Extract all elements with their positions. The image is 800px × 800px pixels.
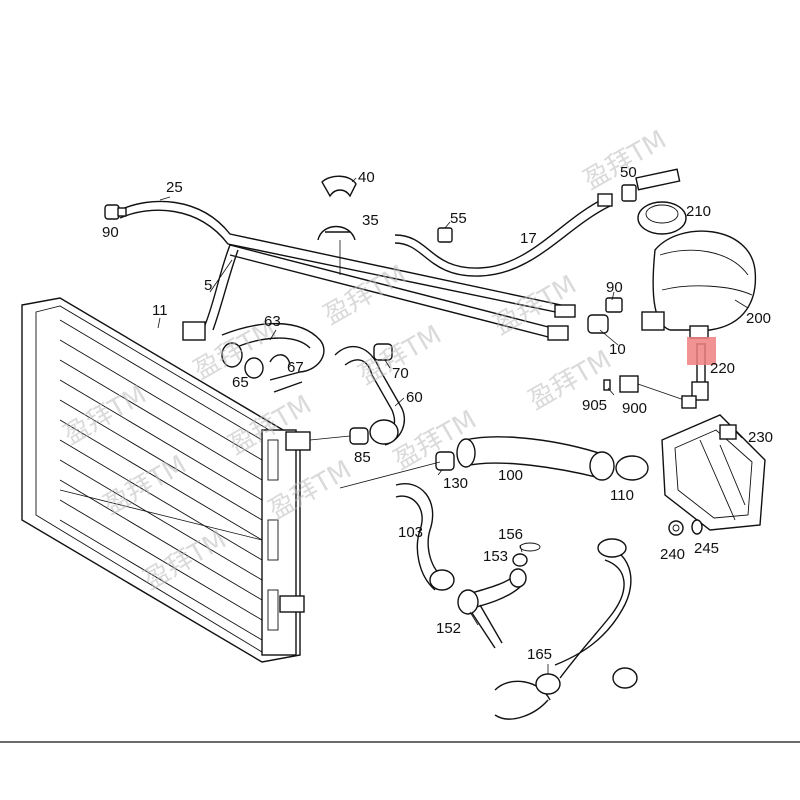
part-label-35: 35: [362, 212, 379, 229]
part-label-100: 100: [498, 467, 523, 484]
part-label-210: 210: [686, 203, 711, 220]
clamp-55: [437, 221, 453, 243]
part-label-156: 156: [498, 526, 523, 543]
part-label-230: 230: [748, 429, 773, 446]
hose-63: [221, 322, 325, 393]
clamp-50: [621, 168, 681, 202]
clamp-67: [269, 354, 291, 366]
hose-60: [334, 345, 405, 446]
part-label-90b: 90: [606, 279, 623, 296]
clamp-130: [435, 451, 455, 471]
hose-17: [394, 193, 613, 277]
part-label-905: 905: [582, 397, 607, 414]
part-labels: 25 90 40 35 55 17 50 210 5 11 63 65 67 7…: [102, 164, 773, 663]
clamp-85: [349, 427, 369, 445]
clamp-70: [373, 343, 393, 361]
part-label-5: 5: [204, 277, 212, 294]
part-label-90: 90: [102, 224, 119, 241]
clamp-90-left: [104, 204, 127, 220]
part-label-50: 50: [620, 164, 637, 181]
hose-152: [457, 568, 527, 649]
clamp-110: [615, 455, 649, 481]
coolant-pipe-5: [119, 200, 576, 341]
washer-245: [691, 519, 703, 535]
leader-lines: [157, 196, 749, 674]
part-label-85: 85: [354, 449, 371, 466]
part-label-152: 152: [436, 620, 461, 637]
part-label-103: 103: [398, 524, 423, 541]
highlight-box-220: [687, 337, 716, 365]
bracket-230: [661, 414, 766, 531]
part-label-63: 63: [264, 313, 281, 330]
part-label-200: 200: [746, 310, 771, 327]
part-label-55: 55: [450, 210, 467, 227]
clip-35: [317, 225, 356, 275]
nut-240: [668, 520, 684, 536]
part-label-70: 70: [392, 365, 409, 382]
part-label-245: 245: [694, 540, 719, 557]
hose-165: [494, 538, 638, 720]
part-label-25: 25: [166, 179, 183, 196]
radiator-fins: [59, 319, 263, 641]
clamp-153: [512, 553, 528, 567]
watermark: 盈拜TM: [319, 260, 412, 331]
part-label-65: 65: [232, 374, 249, 391]
part-label-165: 165: [527, 646, 552, 663]
radiator: [21, 297, 311, 663]
part-label-153: 153: [483, 548, 508, 565]
part-label-17: 17: [520, 230, 537, 247]
hose-103: [395, 483, 455, 591]
part-label-10: 10: [609, 341, 626, 358]
part-label-67: 67: [287, 359, 304, 376]
part-label-60: 60: [406, 389, 423, 406]
part-label-240: 240: [660, 546, 685, 563]
connector-900: [619, 375, 697, 409]
expansion-tank: [637, 201, 757, 339]
clip-40: [321, 175, 357, 198]
clamp-10: [587, 314, 609, 334]
tank-cap-210: [637, 201, 687, 235]
ring-156: [519, 542, 541, 552]
plug-905: [603, 379, 611, 391]
part-label-220: 220: [710, 360, 735, 377]
part-label-40: 40: [358, 169, 375, 186]
o-ring-65: [244, 357, 264, 379]
part-label-900: 900: [622, 400, 647, 417]
clamp-90-right: [605, 297, 623, 313]
part-label-110: 110: [610, 487, 634, 504]
part-label-130: 130: [443, 475, 468, 492]
hose-100: [456, 436, 615, 481]
part-label-11: 11: [152, 302, 168, 319]
